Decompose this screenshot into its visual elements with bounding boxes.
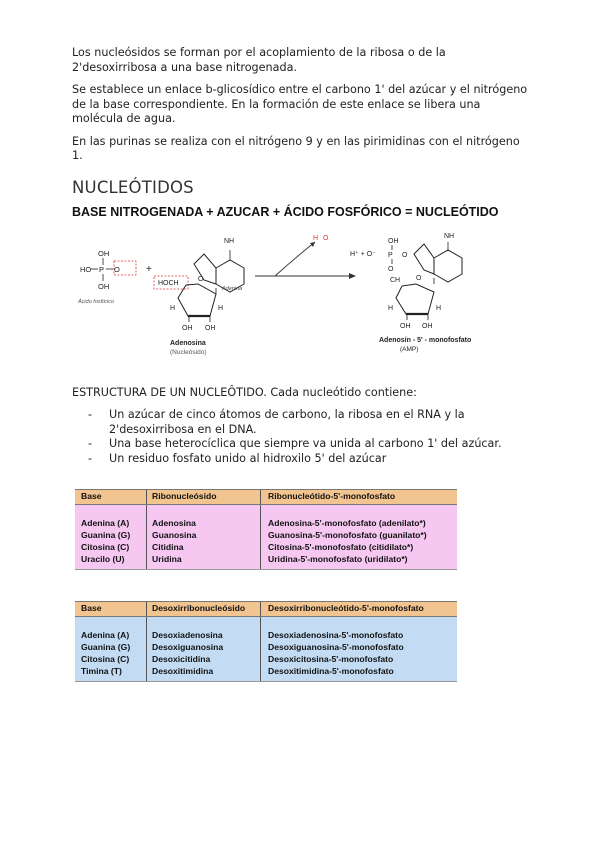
amp-ch2: CH: [390, 277, 400, 284]
nh2-adenosine: NH: [224, 238, 234, 245]
table-body: Adenina (A) Adenosina Adenosina-5'-monof…: [75, 505, 457, 570]
h-left: H: [170, 305, 175, 312]
list-item: - Un azúcar de cinco átomos de carbono, l…: [72, 408, 532, 437]
amp-ring-oxygen: O: [416, 275, 422, 282]
table-cell: Uridina-5'-monofosfato (uridilato*): [268, 554, 408, 564]
table-header: Base Desoxirribonucleósido Desoxirribonu…: [75, 601, 457, 617]
amp-o-bottom: O: [388, 266, 394, 273]
phosphoric-acid: OH HO P O OH Ácido fosfórico: [77, 249, 137, 305]
header-nucleoside: Ribonucleósido: [152, 491, 217, 501]
amp-plus-part: H⁺ + O⁻: [350, 251, 376, 258]
table-cell: Guanina (G): [81, 530, 131, 540]
table-cell: Desoxiadenosina: [152, 630, 223, 640]
list-item: - Un residuo fosfato unido al hidroxilo 5…: [72, 452, 532, 467]
list-dash: -: [88, 437, 93, 450]
paragraph-enlace: Se establece un enlace b-glicosídico ent…: [72, 83, 528, 125]
amp-molecule: H⁺ + O⁻ OH P O O CH O H H OH OH NH Adeno…: [350, 233, 471, 353]
header-base: Base: [81, 603, 102, 613]
oh-right: OH: [205, 325, 216, 332]
ring-oxygen: O: [198, 276, 204, 283]
amp-label: Adenosín - 5' - monofosfato: [379, 337, 471, 344]
deoxyribonucleotide-table: Base Desoxirribonucleósido Desoxirribonu…: [75, 601, 457, 682]
section-title: NUCLEÓTIDOS: [72, 177, 194, 197]
acid-ho: HO: [80, 265, 91, 274]
table-cell: Desoxitimidina: [152, 666, 214, 676]
header-nucleoside: Desoxirribonucleósido: [152, 603, 246, 613]
amp-o-right: O: [402, 252, 408, 259]
oh-left: OH: [182, 325, 193, 332]
table-cell: Desoxitimidina-5'-monofosfato: [268, 666, 394, 676]
table-cell: Guanina (G): [81, 642, 131, 652]
amp-h-right: H: [436, 305, 441, 312]
table-cell: Citosina-5'-monofosfato (citidilato*): [268, 542, 414, 552]
nucleosido-label: (Nucleósido): [170, 349, 207, 356]
table-cell: Citidina: [152, 542, 184, 552]
amp-h-left: H: [388, 305, 393, 312]
list-item: - Una base heterocíclica que siempre va u…: [72, 437, 532, 452]
header-nucleotide: Desoxirribonucleótido-5'-monofosfato: [268, 603, 424, 613]
adenosina-label: Adenosina: [170, 340, 206, 347]
table-cell: Desoxiguanosina: [152, 642, 224, 652]
table-header: Base Ribonucleósido Ribonucleótido-5'-mo…: [75, 489, 457, 505]
amp-nh2: NH: [444, 233, 454, 240]
list-dash: -: [88, 408, 93, 421]
water-label: H: [313, 235, 318, 242]
formula-title: BASE NITROGENADA + AZUCAR + ÁCIDO FOSFÓR…: [72, 204, 499, 219]
header-nucleotide: Ribonucleótido-5'-monofosfato: [268, 491, 396, 501]
adenina-label: Adenina: [221, 286, 242, 292]
table-cell: Desoxicitosina-5'-monofosfato: [268, 654, 394, 664]
table-cell: Uracilo (U): [81, 554, 125, 564]
table-cell: Guanosina: [152, 530, 197, 540]
components-list: - Un azúcar de cinco átomos de carbono, l…: [72, 408, 532, 466]
table-cell: Uridina: [152, 554, 182, 564]
table-body: Adenina (A) Desoxiadenosina Desoxiadenos…: [75, 617, 457, 682]
table-cell: Timina (T): [81, 666, 122, 676]
list-dash: -: [88, 451, 93, 465]
table-cell: Adenosina: [152, 518, 196, 528]
acid-p: P: [99, 265, 104, 274]
acid-oh-bottom: OH: [98, 282, 109, 291]
adenosine-molecule: HOCH O H H OH OH NH Adenina Adenosina (N…: [153, 238, 245, 356]
amp-oh-right: OH: [422, 323, 433, 330]
acid-oh-top: OH: [98, 249, 109, 258]
component-phosphate: Un residuo fosfato unido al hidroxilo 5'…: [109, 451, 387, 465]
amp-p: P: [388, 252, 393, 259]
structure-intro: ESTRUCTURA DE UN NUCLEÔTIDO. Cada nucleó…: [72, 385, 417, 399]
reaction-diagram: OH HO P O OH Ácido fosfórico + HOCH O H …: [77, 233, 471, 356]
table-cell: Guanosina-5'-monofosfato (guanilato*): [268, 530, 427, 540]
component-base: Una base heterocíclica que siempre va un…: [109, 437, 502, 450]
amp-abbr: (AMP): [400, 346, 418, 353]
document-page: Los nucleósidos se forman por el acoplam…: [72, 46, 532, 466]
hoch2-label: HOCH: [158, 280, 179, 287]
table-cell: Adenina (A): [81, 630, 130, 640]
acid-o-right: O: [114, 265, 120, 274]
acid-label: Ácido fosfórico: [77, 298, 114, 305]
table-cell: Citosina (C): [81, 654, 130, 664]
table-cell: Desoxiguanosina-5'-monofosfato: [268, 642, 404, 652]
table-cell: Desoxicitidina: [152, 654, 211, 664]
table-cell: Citosina (C): [81, 542, 130, 552]
amp-oh-left: OH: [400, 323, 411, 330]
header-base: Base: [81, 491, 102, 501]
table-cell: Adenina (A): [81, 518, 130, 528]
amp-oh: OH: [388, 238, 399, 245]
paragraph-purinas: En las purinas se realiza con el nitróge…: [72, 134, 520, 163]
table-cell: Adenosina-5'-monofosfato (adenilato*): [268, 518, 426, 528]
table-cell: Desoxiadenosina-5'-monofosfato: [268, 630, 404, 640]
component-sugar: Un azúcar de cinco átomos de carbono, la…: [109, 408, 465, 436]
paragraph-nucleosidos: Los nucleósidos se forman por el acoplam…: [72, 46, 446, 74]
h-right: H: [218, 305, 223, 312]
ribonucleotide-table: Base Ribonucleósido Ribonucleótido-5'-mo…: [75, 489, 457, 570]
plus-sign: +: [146, 264, 152, 275]
water-o: O: [323, 235, 329, 242]
